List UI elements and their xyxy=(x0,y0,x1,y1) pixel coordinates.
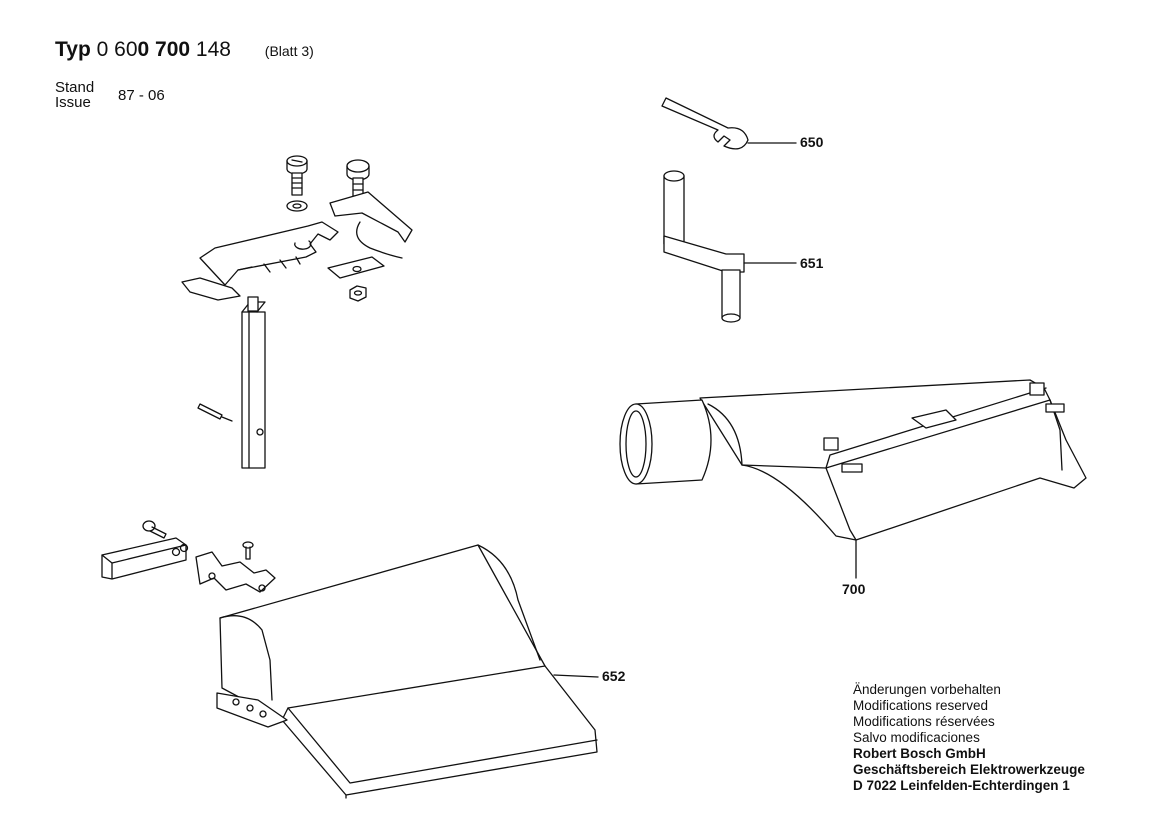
leader-652 xyxy=(554,675,598,677)
wrench-650 xyxy=(662,98,748,149)
type-number-part-c: 148 xyxy=(190,38,231,61)
guide-bracket-assembly xyxy=(182,156,412,468)
clamp-plate-icon xyxy=(330,192,412,242)
page-title: Typ 0 600 700 148 (Blatt 3) xyxy=(55,38,314,62)
typ-label: Typ xyxy=(55,38,91,61)
part-number-652: 652 xyxy=(602,668,626,684)
stand-issue-label: Stand Issue xyxy=(55,80,94,110)
chip-guard-652 xyxy=(217,545,597,798)
notice-line-de: Änderungen vorbehalten xyxy=(853,682,1001,697)
issue-date: 87 - 06 xyxy=(118,87,165,104)
stand-label: Stand xyxy=(55,79,95,96)
pin-icon xyxy=(198,404,232,421)
washer-icon xyxy=(287,201,307,211)
spring-clip-icon xyxy=(357,222,402,258)
rivet-icon xyxy=(243,542,253,559)
small-plate-icon xyxy=(182,278,240,300)
crank-handle-651 xyxy=(664,171,744,322)
mounting-bracket-icon xyxy=(196,552,275,592)
notice-line-es: Salvo modificaciones xyxy=(853,730,980,745)
clamp-bar-assembly xyxy=(102,521,275,592)
company-name: Robert Bosch GmbH xyxy=(853,746,986,761)
notice-line-fr: Modifications réservées xyxy=(853,714,995,729)
part-number-651: 651 xyxy=(800,255,824,271)
company-division: Geschäftsbereich Elektrowerkzeuge xyxy=(853,762,1085,777)
bracket-plate-icon xyxy=(200,222,338,285)
type-number-part-b: 0 700 xyxy=(137,38,191,61)
part-number-700: 700 xyxy=(842,581,866,597)
part-number-650: 650 xyxy=(800,134,824,150)
sheet-label: (Blatt 3) xyxy=(264,43,314,59)
notice-line-en: Modifications reserved xyxy=(853,698,989,713)
company-address: D 7022 Leinfelden-Echterdingen 1 xyxy=(853,778,1070,793)
guide-rod-icon xyxy=(242,297,265,468)
nut-icon xyxy=(350,286,366,301)
footer-notice: Änderungen vorbehalten Modifications res… xyxy=(853,682,1085,794)
thumb-screw-icon xyxy=(347,160,369,196)
issue-label: Issue xyxy=(55,94,91,111)
screw-icon xyxy=(287,156,307,195)
bolt-icon xyxy=(143,521,166,538)
extraction-adapter-700 xyxy=(620,380,1086,540)
type-number-part-a: 0 60 xyxy=(96,38,138,61)
nut-plate-icon xyxy=(328,257,384,278)
